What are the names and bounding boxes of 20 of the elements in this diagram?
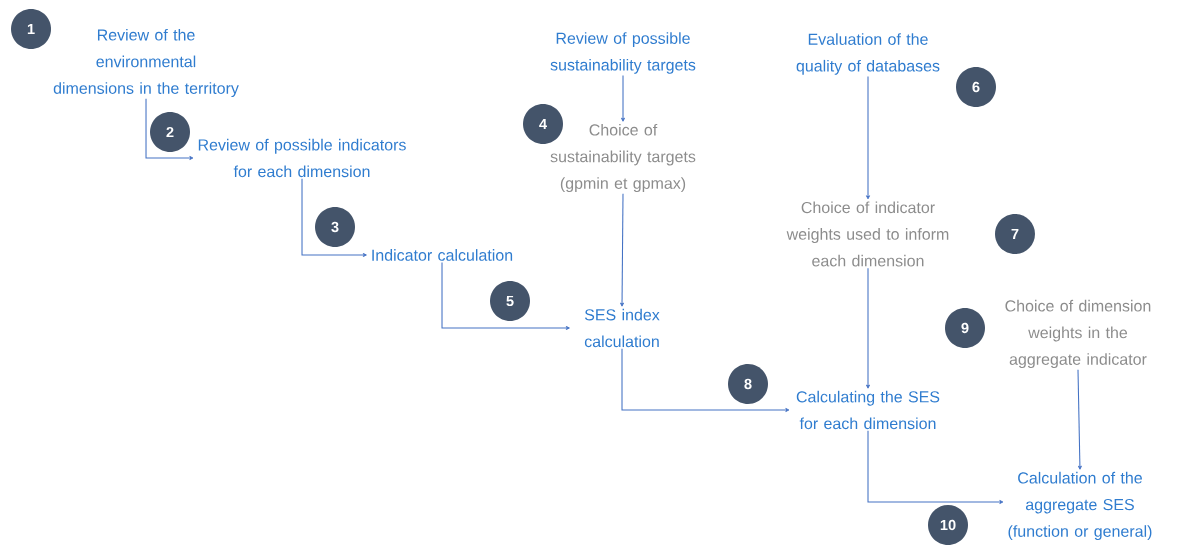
step-text: Review of possible sustainability targets xyxy=(550,32,696,74)
arrow xyxy=(866,267,871,389)
step-text: Choice of indicator weights used to inform each dimension xyxy=(786,201,949,267)
arrow xyxy=(621,348,790,412)
step-text: Choice of dimension weights in the aggregate indicator xyxy=(1005,299,1151,369)
step-text: Review of the environmental dimensions in the territory xyxy=(53,28,239,98)
arrow xyxy=(1077,369,1082,470)
step-text: Review of possible indicators for each dimension xyxy=(198,138,406,178)
step-text: Evaluation of the quality of databases xyxy=(796,33,940,75)
arrow xyxy=(621,74,626,122)
step-text: Indicator calculation xyxy=(372,249,513,261)
step-text: SES index calculation xyxy=(584,308,660,348)
arrow xyxy=(867,430,1004,504)
step-text: Calculating the SES for each dimension xyxy=(796,390,940,430)
arrow xyxy=(301,178,367,257)
arrow xyxy=(145,98,194,160)
arrow xyxy=(866,75,871,200)
arrow xyxy=(441,261,570,330)
arrow xyxy=(620,193,625,307)
step-text: Calculation of the aggregate SES (function or general) xyxy=(1008,471,1152,541)
